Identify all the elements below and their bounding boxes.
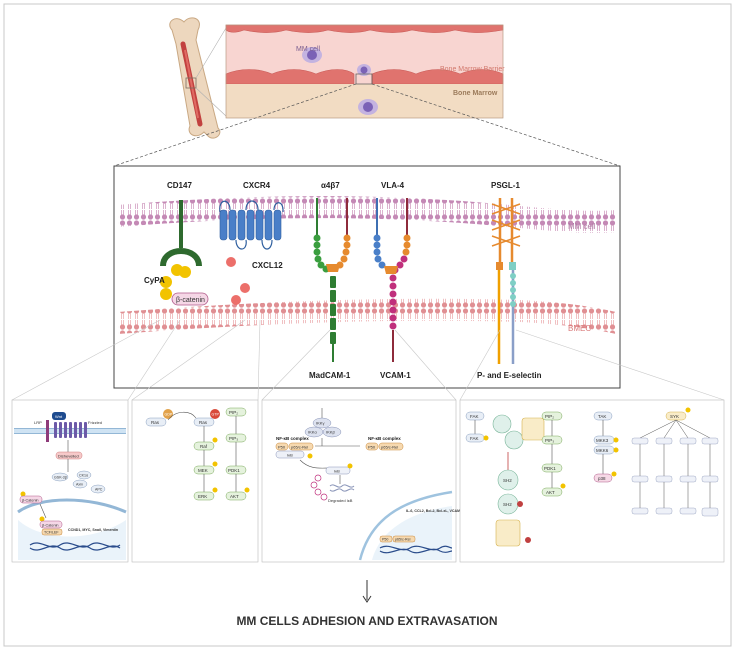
cypa-label: CyPA — [144, 276, 165, 285]
bcat-nucleus: β-Catenin — [42, 524, 59, 528]
marrow-label: Bone Marrow — [453, 90, 498, 97]
conclusion-title: MM CELLS ADHESION AND EXTRAVASATION — [236, 614, 497, 628]
bone-illustration — [169, 17, 227, 139]
nfkb-targets: IL-6, CCL2, Bcl-2, Bcl-xL, VCAM-1 — [406, 509, 463, 513]
vcam-label: VCAM-1 — [380, 371, 411, 380]
vla4-integrin: VCAM-1 — [373, 198, 411, 380]
cxcr4-receptor: CXCL12 — [219, 200, 284, 305]
sh2-node-2: SH2 — [503, 502, 512, 507]
endothelial-row — [225, 69, 504, 85]
ikb-node: IκB — [287, 453, 293, 458]
p50-free-node: P50 — [368, 445, 376, 450]
dishevelled-node: Dishevelled — [58, 454, 79, 459]
fak-akt-node: AKT — [546, 490, 555, 495]
p50-nucleus: P50 — [382, 538, 388, 542]
vessel-panel: MM cell Bone Marrow Barrier Bone Marrow — [225, 24, 505, 119]
nfkb-complex-label-2: NF-κB complex — [368, 436, 401, 441]
wnt-ligand: Wnt — [55, 414, 63, 419]
p65-free-node: p65/c-Rel — [381, 445, 398, 450]
gdp-badge: GDP — [165, 413, 173, 417]
nfkb-complex-label-1: NF-κB complex — [276, 436, 309, 441]
ikb-phospho-node: IκB — [334, 469, 340, 474]
label-a4b7: α4β7 — [321, 181, 340, 190]
nfkb-pathway-panel: IKKγ IKKα IKKβ NF-κB complex P50 p65/c-R… — [261, 399, 463, 563]
p38-node: p38 — [598, 476, 606, 481]
fak-pdk1-node: PDK1 — [544, 466, 556, 471]
barrier-label: Bone Marrow Barrier — [440, 66, 505, 73]
apc-node: APC — [95, 488, 103, 492]
pip3-node: PIP₃ — [229, 436, 238, 441]
label-psgl1: PSGL-1 — [491, 181, 520, 190]
ras-active: Ras — [199, 420, 208, 425]
frizzled-label: Frizzled — [88, 420, 102, 425]
fak-pip2-node: PIP₂ — [545, 414, 554, 419]
p50-node: P50 — [278, 445, 286, 450]
fak-node: FAK — [470, 414, 479, 419]
mek-node: MEK — [198, 468, 208, 473]
ikkg-node: IKKγ — [316, 421, 324, 426]
cd147-receptor: β-catenin CyPA — [144, 200, 209, 306]
bcat-cytoplasm: β-Catenin — [22, 499, 39, 503]
bmec-membrane — [118, 298, 616, 334]
a4b7-integrin: MadCAM-1 — [309, 198, 351, 380]
fak-syk-panel: FAK FAK SH2 SH2 PIP₂ PIP₃ PDK1 AKT TAK M… — [459, 399, 725, 563]
mkk3-node: MKK3 — [596, 438, 609, 443]
beta-catenin-label: β-catenin — [176, 297, 205, 304]
ikka-node: IKKα — [308, 430, 317, 435]
p65-node: p65/c-Rel — [291, 445, 308, 450]
membrane-top-label: MM cell — [568, 222, 596, 231]
zoom-line-right — [371, 83, 621, 167]
fak-pip3-node: PIP₃ — [545, 438, 554, 443]
tak-node: TAK — [598, 414, 606, 419]
lrp-label: LRP — [34, 420, 42, 425]
membrane-bottom-label: BMEC — [568, 324, 591, 333]
axin-node: Axin — [76, 483, 83, 487]
arrow-head — [362, 595, 372, 603]
tcf-lef-node: TCF/LEF — [44, 531, 59, 535]
cxcl12-label: CXCL12 — [252, 261, 283, 270]
label-cd147: CD147 — [167, 181, 192, 190]
ck1a-node: CK1α — [79, 474, 88, 478]
gtp-badge: GTP — [212, 413, 220, 417]
selectin-label: P- and E-selectin — [477, 371, 542, 380]
receptor-panel: MM cell BMEC CD147 CXCR4 α4β7 VLA-4 PSGL… — [113, 165, 621, 389]
outer-frame — [3, 3, 732, 647]
mm-cell-icon — [302, 47, 322, 63]
mm-cell-label: MM cell — [296, 46, 321, 53]
p65-nucleus: p65/c-Rel — [395, 538, 411, 542]
fak-phospho-node: FAK — [470, 436, 479, 441]
akt-node: AKT — [230, 494, 239, 499]
mkk6-node: MKK6 — [596, 448, 609, 453]
label-vla4: VLA-4 — [381, 181, 405, 190]
ikkb-node: IKKβ — [326, 430, 335, 435]
pip2-node: PIP₂ — [229, 410, 238, 415]
ras-inactive: Ras — [151, 420, 160, 425]
wnt-targets: CCND1, MYC, Snail, Vimentin — [68, 528, 118, 532]
erk-node: ERK — [198, 494, 207, 499]
madcam-label: MadCAM-1 — [309, 371, 351, 380]
raf-node: Raf — [200, 444, 208, 449]
connector-lines — [11, 319, 725, 401]
gsk3b-node: GSK-3β — [54, 476, 67, 480]
syk-node: SYK — [670, 414, 679, 419]
label-cxcr4: CXCR4 — [243, 181, 271, 190]
degraded-ikb-label: Degraded IκB — [328, 498, 353, 503]
mm-cell-membrane — [118, 196, 616, 233]
ras-pi3k-panel: Ras GDP Ras GTP Raf MEK ERK PIP₂ PIP₃ PD… — [131, 399, 259, 563]
wnt-pathway-panel: Wnt LRP Frizzled Dishevelled GSK-3β CK1α… — [11, 399, 129, 563]
pdk1-node: PDK1 — [228, 468, 240, 473]
sh2-node-1: SH2 — [503, 478, 512, 483]
zoom-line-left — [113, 83, 357, 167]
psgl1-receptor: P- and E-selectin — [477, 198, 542, 380]
